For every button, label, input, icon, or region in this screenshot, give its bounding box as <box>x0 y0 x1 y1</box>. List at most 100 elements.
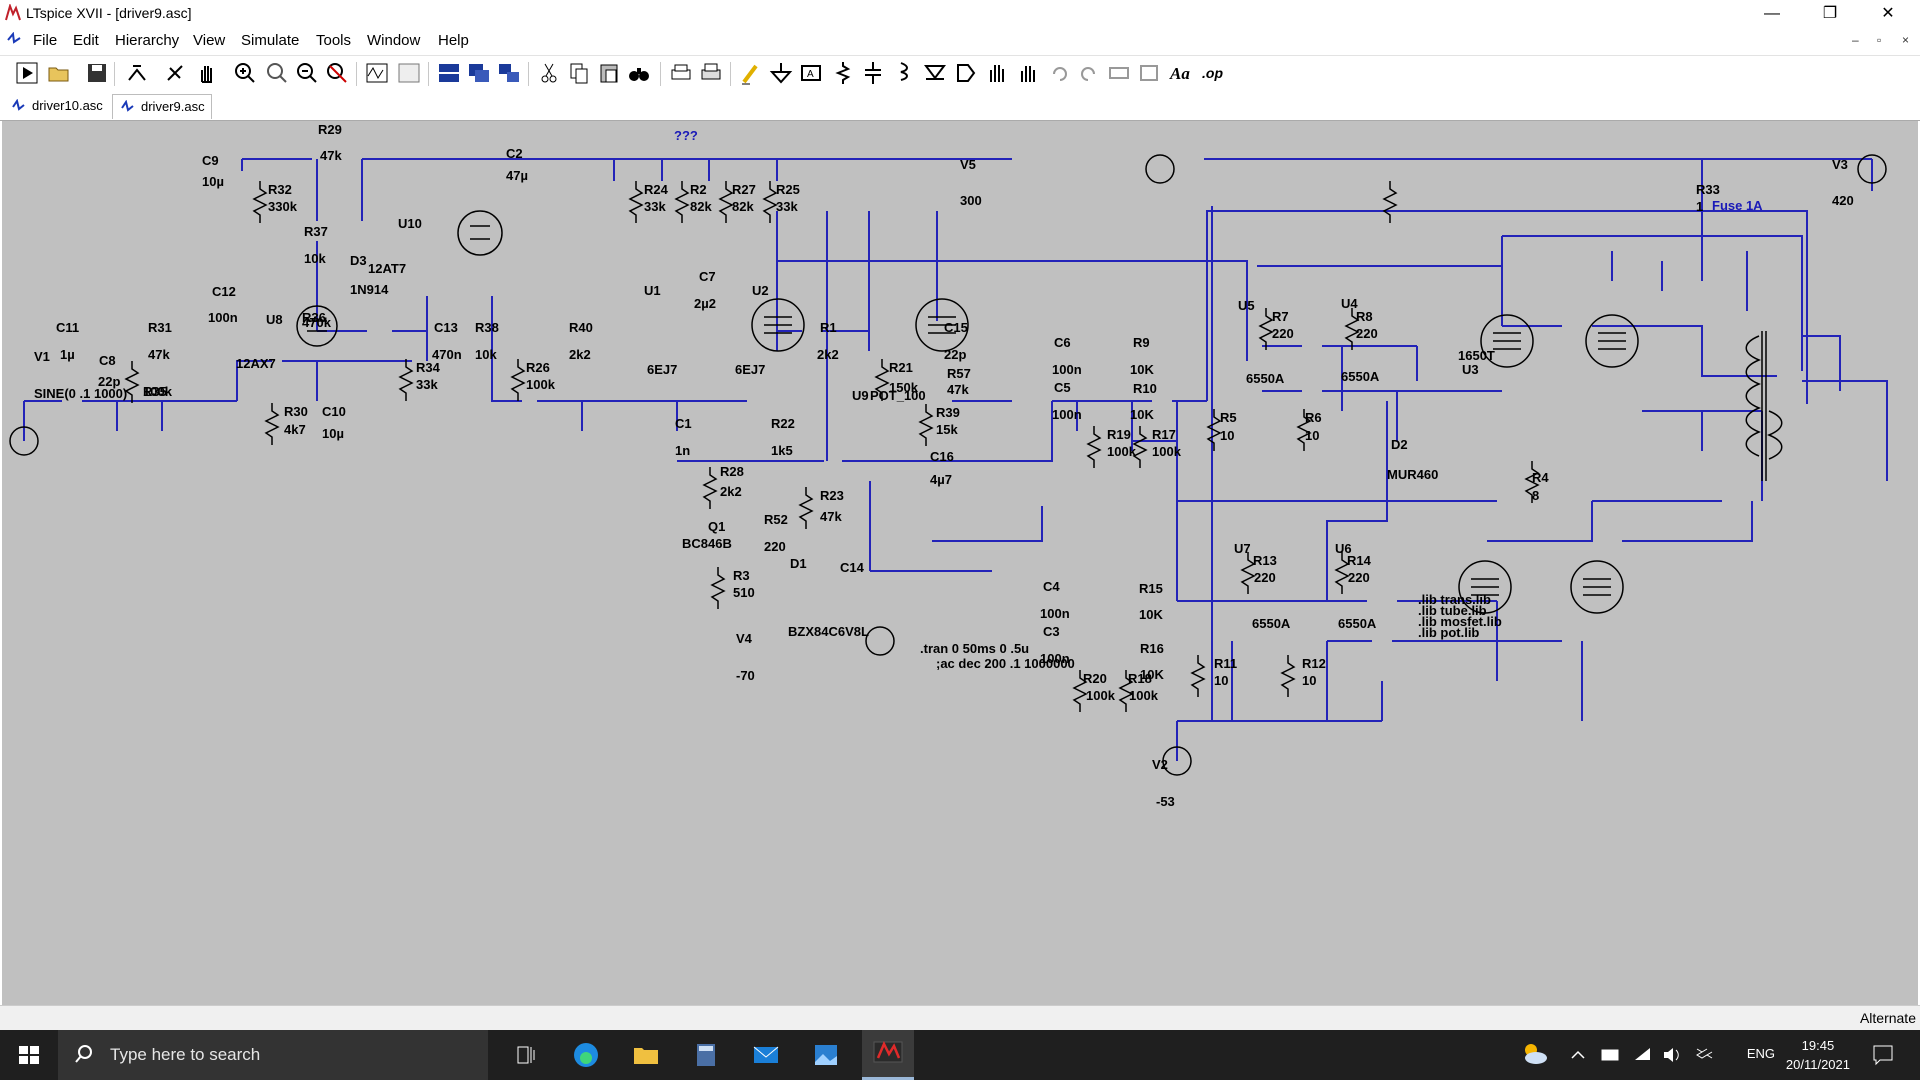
schematic-label[interactable]: V1 <box>34 349 50 364</box>
resistor-symbol[interactable] <box>798 487 814 529</box>
schematic-label[interactable]: SINE(0 .1 1000) <box>34 386 127 401</box>
schematic-label[interactable]: 330k <box>268 199 298 214</box>
schematic-label[interactable]: R35 <box>143 384 167 399</box>
edge-icon[interactable] <box>560 1030 612 1080</box>
diode-icon[interactable] <box>922 60 948 86</box>
schematic-label[interactable]: 420 <box>1832 193 1854 208</box>
resistor-symbol[interactable] <box>1382 181 1398 223</box>
find-icon[interactable] <box>626 60 652 86</box>
schematic-label[interactable]: 10K <box>1140 667 1164 682</box>
resistor-symbol[interactable] <box>874 359 890 401</box>
menu-tools[interactable]: Tools <box>316 32 352 49</box>
resistor-symbol[interactable] <box>1344 308 1360 350</box>
taskbar-search[interactable]: Type here to search <box>58 1030 488 1080</box>
schematic-label[interactable]: 10K <box>1139 607 1163 622</box>
resistor-symbol[interactable] <box>710 567 726 609</box>
print-icon[interactable] <box>668 60 694 86</box>
schematic-label[interactable]: 220 <box>1348 570 1370 585</box>
schematic-label[interactable]: R11 <box>1214 656 1237 671</box>
schematic-label[interactable]: 10K <box>1130 362 1154 377</box>
schematic-label[interactable]: R31 <box>148 320 172 335</box>
schematic-label[interactable]: U8 <box>266 312 283 327</box>
schematic-label[interactable]: 100n <box>1040 606 1070 621</box>
schematic-label[interactable]: 1n <box>675 443 690 458</box>
schematic-label[interactable]: 510 <box>733 585 755 600</box>
menu-simulate[interactable]: Simulate <box>241 32 300 49</box>
schematic-label[interactable]: BZX84C6V8L <box>788 624 869 639</box>
spice-directive-icon[interactable]: .op <box>1200 60 1226 86</box>
schematic-label[interactable]: R22 <box>771 416 795 431</box>
schematic-label[interactable]: R52 <box>764 512 788 527</box>
wifi-icon[interactable] <box>1632 1030 1654 1080</box>
schematic-label[interactable]: R28 <box>720 464 744 479</box>
resistor-symbol[interactable] <box>762 181 778 223</box>
schematic-label[interactable]: 47k <box>820 509 842 524</box>
ground-icon[interactable] <box>768 60 794 86</box>
schematic-label[interactable]: V2 <box>1152 757 1168 772</box>
menu-edit[interactable]: Edit <box>73 32 99 49</box>
schematic-label[interactable]: C7 <box>699 269 716 284</box>
move-icon[interactable] <box>984 60 1010 86</box>
schematic-drawing[interactable]: R2947kC910µR32330kC247µ???R2433kR282kR27… <box>2 121 1918 1005</box>
resistor-symbol[interactable] <box>1240 552 1256 594</box>
tile-horizontal-icon[interactable] <box>436 60 462 86</box>
ltspice-icon[interactable] <box>862 1030 914 1080</box>
windows-start-icon[interactable] <box>0 1030 58 1080</box>
schematic-label[interactable]: 220 <box>1356 326 1378 341</box>
schematic-label[interactable]: 10k <box>475 347 497 362</box>
schematic-label[interactable]: R23 <box>820 488 844 503</box>
schematic-label[interactable]: 100k <box>1129 688 1159 703</box>
schematic-label[interactable]: U9 <box>852 388 869 403</box>
schematic-label[interactable]: 15k <box>936 422 958 437</box>
schematic-label[interactable]: 470n <box>432 347 462 362</box>
schematic-label[interactable]: 4k7 <box>284 422 306 437</box>
schematic-label[interactable]: R34 <box>416 360 441 375</box>
zoom-out-icon[interactable] <box>264 60 290 86</box>
schematic-label[interactable]: 150k <box>889 380 919 395</box>
cascade-icon[interactable] <box>496 60 522 86</box>
schematic-label[interactable]: R8 <box>1356 309 1373 324</box>
spice-directive[interactable]: .tran 0 50ms 0 .5u <box>920 641 1029 656</box>
text-icon[interactable]: Aa <box>1168 60 1194 86</box>
zoom-fit-icon[interactable] <box>324 60 350 86</box>
schematic-label[interactable]: MUR460 <box>1387 467 1438 482</box>
schematic-label[interactable]: BC846B <box>682 536 732 551</box>
schematic-label[interactable]: R9 <box>1133 335 1150 350</box>
schematic-label[interactable]: D1 <box>790 556 807 571</box>
schematic-label[interactable]: C5 <box>1054 380 1071 395</box>
spice-directive[interactable]: .lib mosfet.lib <box>1418 614 1502 629</box>
schematic-label[interactable]: 1µ <box>60 347 75 362</box>
schematic-label[interactable]: 1N914 <box>350 282 389 297</box>
halt-icon[interactable] <box>162 60 188 86</box>
schematic-label[interactable]: 10 <box>1305 428 1319 443</box>
schematic-label[interactable]: 100n <box>1052 407 1082 422</box>
resistor-symbol[interactable] <box>918 404 934 446</box>
menu-hierarchy[interactable]: Hierarchy <box>115 32 180 49</box>
battery-icon[interactable] <box>1600 1030 1622 1080</box>
schematic-label[interactable]: 33k <box>416 377 438 392</box>
schematic-label[interactable]: R12 <box>1302 656 1326 671</box>
schematic-label[interactable]: 10µ <box>322 426 344 441</box>
notifications-icon[interactable] <box>1868 1030 1898 1080</box>
schematic-label[interactable]: C3 <box>1043 624 1060 639</box>
schematic-label[interactable]: 470k <box>302 315 332 330</box>
zoom-back-icon[interactable] <box>294 60 320 86</box>
document-icon[interactable] <box>6 32 22 48</box>
drag-icon[interactable] <box>1014 60 1040 86</box>
file-explorer-icon[interactable] <box>620 1030 672 1080</box>
schematic-label[interactable]: R33 <box>1696 182 1720 197</box>
language-indicator[interactable]: ENG <box>1746 1046 1775 1061</box>
resistor-symbol[interactable] <box>1206 409 1222 451</box>
schematic-label[interactable]: C6 <box>1054 335 1071 350</box>
schematic-label[interactable]: C14 <box>840 560 865 575</box>
schematic-label[interactable]: R5 <box>1220 410 1237 425</box>
schematic-label[interactable]: 12AX7 <box>236 356 276 371</box>
copy-icon[interactable] <box>566 60 592 86</box>
spice-directive[interactable]: .lib tube.lib <box>1418 603 1487 618</box>
schematic-label[interactable]: -53 <box>1156 794 1175 809</box>
schematic-label[interactable]: 220 <box>764 539 786 554</box>
schematic-label[interactable]: U6 <box>1335 541 1352 556</box>
schematic-label[interactable]: 8 <box>1532 488 1539 503</box>
resistor-symbol[interactable] <box>510 359 526 401</box>
pan-icon[interactable] <box>194 60 220 86</box>
